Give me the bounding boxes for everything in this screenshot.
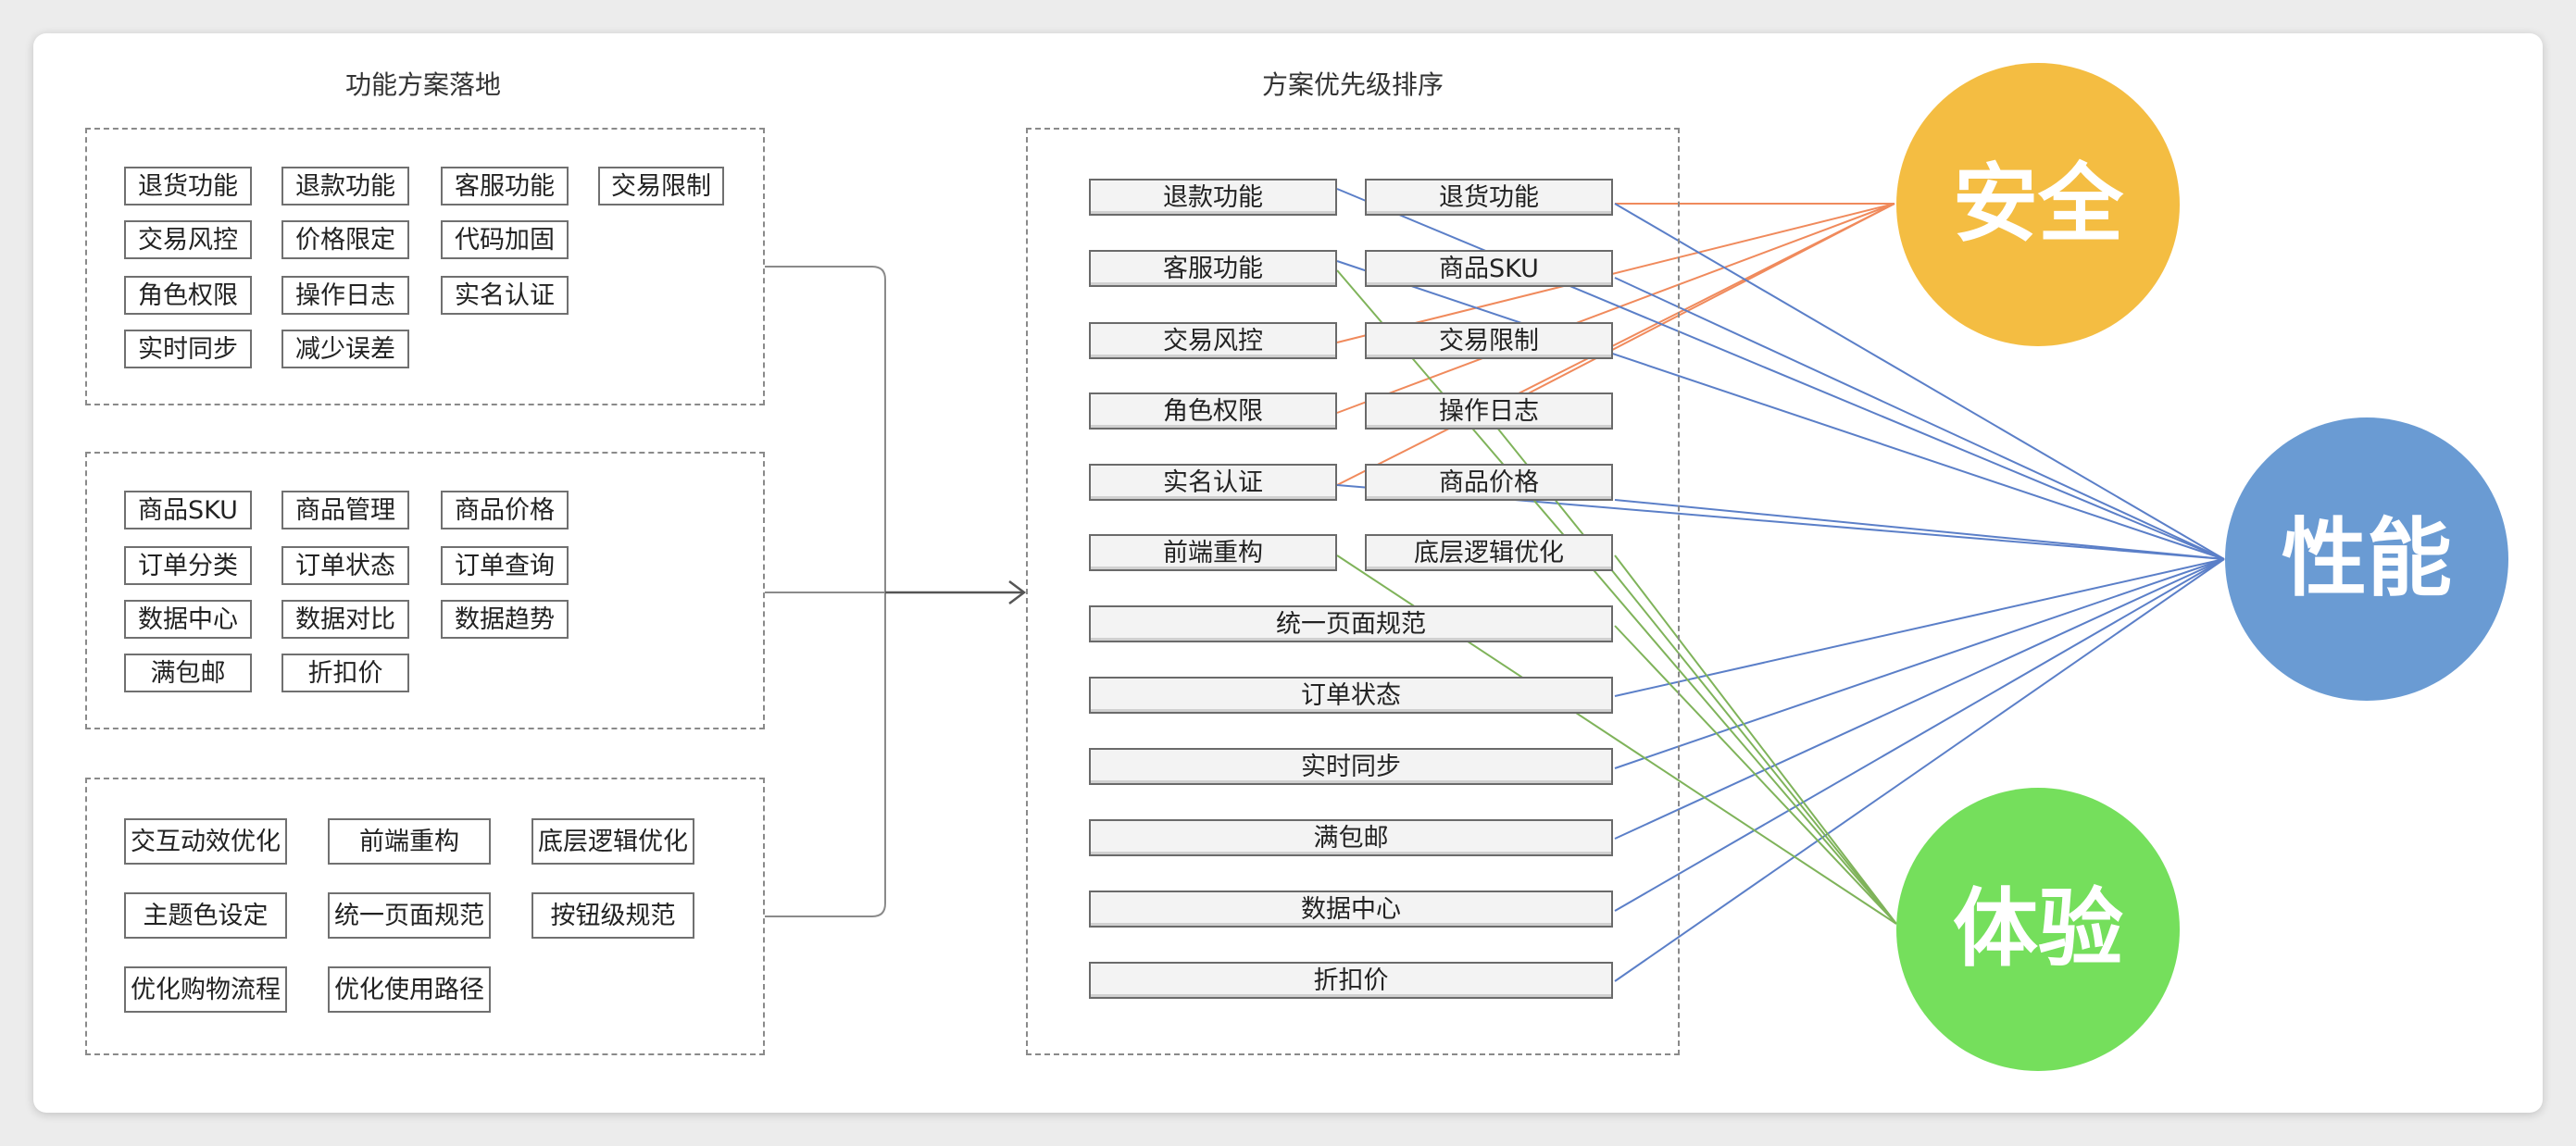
feature-tag: 主题色设定 — [124, 892, 287, 939]
performance-link — [1336, 260, 2225, 560]
feature-tag: 退货功能 — [124, 167, 252, 206]
feature-tag: 商品SKU — [124, 491, 252, 529]
feature-group-experience — [85, 778, 765, 1055]
merge-arrow-head — [1008, 580, 1027, 604]
priority-item: 满包邮 — [1089, 819, 1613, 856]
feature-tag: 底层逻辑优化 — [531, 818, 694, 865]
feature-tag: 按钮级规范 — [531, 892, 694, 939]
feature-tag: 前端重构 — [328, 818, 491, 865]
feature-tag: 优化使用路径 — [328, 966, 491, 1013]
experience-link — [1336, 269, 1897, 925]
performance-link — [1614, 558, 2225, 840]
performance-link — [1614, 558, 2225, 982]
feature-tag: 价格限定 — [281, 220, 409, 259]
priority-item: 前端重构 — [1089, 534, 1337, 571]
feature-tag: 数据中心 — [124, 600, 252, 639]
priority-item: 客服功能 — [1089, 250, 1337, 287]
priority-item: 商品SKU — [1365, 250, 1613, 287]
performance-link — [1614, 558, 2225, 697]
priority-item: 退款功能 — [1089, 179, 1337, 216]
priority-item: 角色权限 — [1089, 392, 1337, 430]
performance-circle: 性能 — [2225, 417, 2508, 701]
priority-item: 数据中心 — [1089, 891, 1613, 928]
feature-tag: 商品价格 — [441, 491, 569, 529]
security-link — [1336, 203, 1895, 343]
priority-item: 操作日志 — [1365, 392, 1613, 430]
security-link — [1336, 203, 1895, 486]
experience-link — [1614, 625, 1897, 925]
feature-tag: 优化购物流程 — [124, 966, 287, 1013]
feature-tag: 商品管理 — [281, 491, 409, 529]
priority-item: 交易风控 — [1089, 322, 1337, 359]
performance-link — [1614, 203, 2225, 560]
feature-tag: 满包邮 — [124, 654, 252, 692]
security-link — [1490, 203, 1895, 414]
feature-group-performance — [85, 452, 765, 729]
priority-item: 实名认证 — [1089, 464, 1337, 501]
feature-tag: 交互动效优化 — [124, 818, 287, 865]
priority-item: 实时同步 — [1089, 748, 1613, 785]
left-section-title: 功能方案落地 — [344, 69, 501, 100]
feature-tag: 数据对比 — [281, 600, 409, 639]
feature-tag: 数据趋势 — [441, 600, 569, 639]
feature-tag: 减少误差 — [281, 330, 409, 368]
feature-group-security — [85, 128, 765, 405]
feature-tag: 统一页面规范 — [328, 892, 491, 939]
feature-tag: 交易风控 — [124, 220, 252, 259]
feature-tag: 操作日志 — [281, 276, 409, 315]
performance-link — [1614, 558, 2225, 912]
feature-tag: 交易限制 — [598, 167, 724, 206]
priority-item: 交易限制 — [1365, 322, 1613, 359]
priority-item: 折扣价 — [1089, 962, 1613, 999]
feature-tag: 角色权限 — [124, 276, 252, 315]
feature-tag: 订单查询 — [441, 546, 569, 585]
middle-section-title: 方案优先级排序 — [1261, 69, 1444, 100]
feature-tag: 折扣价 — [281, 654, 409, 692]
performance-link — [1614, 558, 2225, 769]
feature-tag: 实时同步 — [124, 330, 252, 368]
priority-item: 订单状态 — [1089, 677, 1613, 714]
feature-tag: 实名认证 — [441, 276, 569, 315]
feature-tag: 退款功能 — [281, 167, 409, 206]
priority-item: 商品价格 — [1365, 464, 1613, 501]
priority-group — [1026, 128, 1680, 1055]
feature-tag: 订单分类 — [124, 546, 252, 585]
feature-tag: 代码加固 — [441, 220, 569, 259]
priority-item: 退货功能 — [1365, 179, 1613, 216]
feature-tag: 订单状态 — [281, 546, 409, 585]
security-circle: 安全 — [1896, 63, 2180, 346]
experience-link — [1614, 554, 1897, 925]
performance-link — [1614, 499, 2225, 560]
performance-link — [1614, 277, 2225, 560]
priority-item: 统一页面规范 — [1089, 605, 1613, 642]
priority-item: 底层逻辑优化 — [1365, 534, 1613, 571]
experience-circle: 体验 — [1896, 788, 2180, 1071]
feature-tag: 客服功能 — [441, 167, 569, 206]
